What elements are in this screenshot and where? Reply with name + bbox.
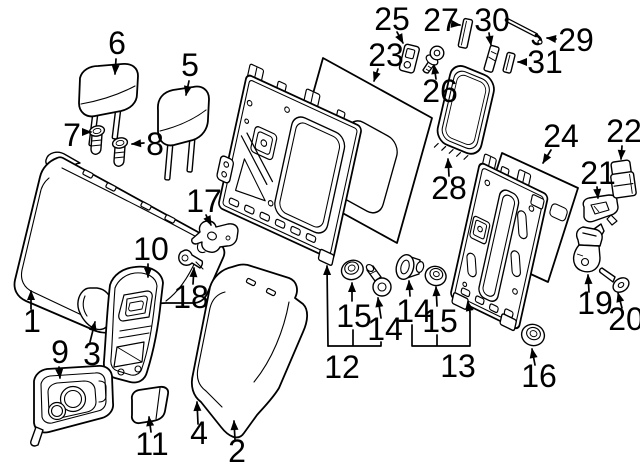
part-sleeve-right [395,254,425,280]
callout-28: 28 [431,170,467,206]
part-screw-left [365,263,392,297]
callout-24: 24 [543,118,579,154]
leader-arrow-6 [111,58,120,75]
callout-14-left: 14 [367,311,403,347]
bracket-line-13 [411,311,471,347]
part-trim-cap [130,385,170,425]
callout-8: 8 [146,126,164,162]
part-belt-guide-bezel [582,194,619,226]
part-retaining-hook [178,249,204,270]
part-grommet-right [424,265,447,287]
part-mount-plate [398,43,420,74]
callout-29: 29 [558,22,594,58]
leader-arrow-8 [131,139,145,148]
part-grommet-left [340,259,364,281]
part-headrest-guide-rear [111,137,129,167]
part-bolt [598,267,630,293]
leader-arrow-12 [323,265,332,347]
leader-arrow-21 [593,186,602,199]
part-seatback-cushion-right [190,263,309,439]
leader-arrow-16 [529,348,538,366]
callout-1: 1 [23,303,41,339]
callout-14-right: 14 [396,293,432,329]
leader-arrow-14-right [405,280,414,297]
callout-labels: 1 2 3 4 5 6 7 8 9 10 11 12 13 14 15 14 1… [23,1,640,469]
part-torsion-rod [504,17,543,46]
leader-arrow-26 [431,64,440,80]
callout-19: 19 [577,285,613,321]
callout-23: 23 [368,37,404,73]
callout-11: 11 [135,426,168,462]
callout-5: 5 [181,47,199,83]
part-striker-latch [572,223,605,273]
leader-arrow-11 [146,416,155,433]
leader-arrow-22 [617,145,626,160]
callout-20: 20 [608,301,640,337]
leader-arrow-29 [546,35,557,43]
callout-7: 7 [63,117,81,153]
callout-15-left: 15 [336,298,372,334]
callout-17: 17 [186,183,222,219]
leader-arrow-15-right [432,286,441,307]
leader-arrow-9 [55,366,64,379]
bracket-line-12 [327,329,382,347]
part-strip-31 [502,51,516,74]
callout-15-right: 15 [422,303,458,339]
part-seat-frame-right [450,153,549,332]
part-lock-button [610,159,637,199]
leader-arrow-24 [542,149,552,164]
callout-12: 12 [324,349,360,385]
callout-4: 4 [190,415,208,451]
part-guide-frame [433,65,495,160]
callout-10: 10 [133,231,169,267]
leader-arrow-14-left [375,297,384,319]
callout-31: 31 [527,44,563,80]
callout-13: 13 [440,348,476,384]
leader-arrow-2 [230,420,239,441]
part-strip-27 [457,17,474,49]
leader-arrow-5 [183,80,192,96]
leader-arrow-25 [395,31,404,44]
callout-9: 9 [51,334,69,370]
callout-18: 18 [173,279,209,315]
callout-21: 21 [580,155,616,191]
part-strip-30 [483,44,500,73]
callout-30: 30 [474,2,510,38]
leader-arrow-28 [444,158,453,177]
part-seat-frame-left [216,63,362,266]
callout-6: 6 [108,25,126,61]
leader-arrow-18 [189,267,198,285]
callout-26: 26 [422,73,458,109]
leader-arrow-17 [203,214,212,226]
part-seatback-cushion-left [13,151,226,334]
part-headrest-left [78,63,139,147]
leader-arrow-4 [193,401,202,425]
leader-arrow-30 [485,32,494,46]
callout-3: 3 [83,336,101,372]
part-headrest-right [157,85,210,181]
callout-2: 2 [228,433,246,469]
callout-27: 27 [423,2,459,38]
leader-arrows [27,19,626,441]
part-screw-upper [422,45,445,74]
leader-arrow-3 [88,321,97,343]
callout-25: 25 [374,1,410,37]
leader-arrow-27 [450,19,461,28]
leader-arrow-23 [373,68,381,82]
part-bushing [520,323,546,347]
callout-16: 16 [521,358,557,394]
part-armrest-frame [102,265,164,384]
leader-arrow-20 [616,292,625,309]
part-headrest-guide-front [88,125,106,155]
leader-arrow-19 [584,274,593,293]
part-cupholder-tray [30,364,115,447]
leader-arrow-13 [465,301,474,313]
callout-22: 22 [606,113,640,149]
